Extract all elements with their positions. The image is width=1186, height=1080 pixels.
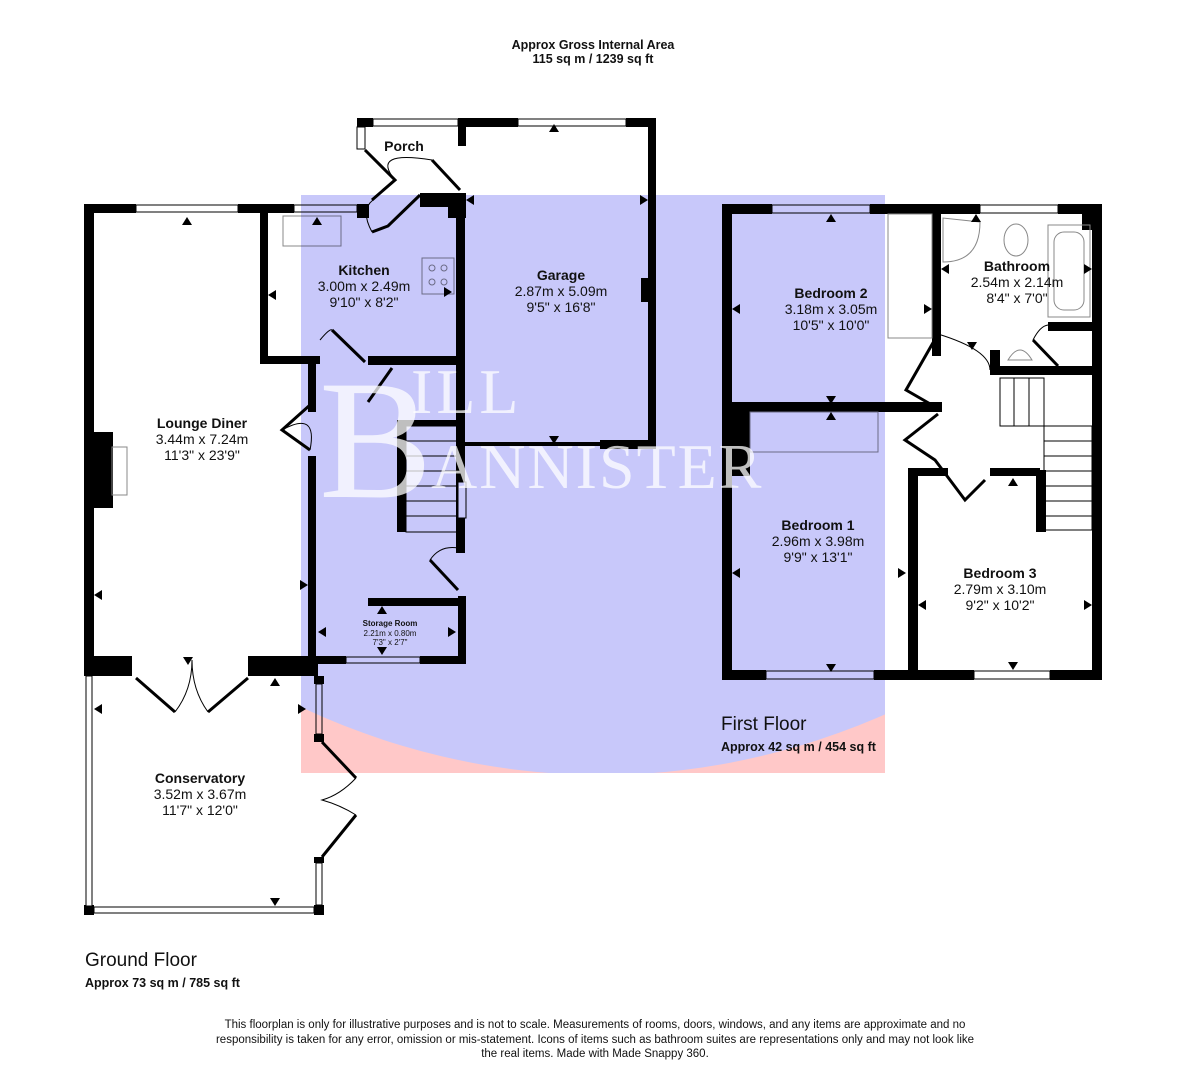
room-label-lounge-diner: Lounge Diner 3.44m x 7.24m 11'3" x 23'9" <box>155 415 249 463</box>
bath-icon <box>1047 224 1091 318</box>
window <box>771 204 871 214</box>
conservatory-glazing <box>315 862 323 906</box>
room-label-storage-room: Storage Room 2.21m x 0.80m 7'3" x 2'7" <box>362 619 418 647</box>
ground-stairs <box>405 425 459 533</box>
room-label-garage: Garage 2.87m x 5.09m 9'5" x 16'8" <box>514 267 608 315</box>
conservatory-glazing <box>85 675 93 907</box>
conservatory-glazing <box>315 683 323 735</box>
toilet-icon <box>1003 223 1029 257</box>
basin-icon <box>1007 349 1033 361</box>
window <box>293 204 358 213</box>
conservatory-side-doors <box>320 740 358 858</box>
window <box>517 118 627 127</box>
window <box>135 204 239 213</box>
gross-area-title: Approx Gross Internal Area <box>511 38 675 52</box>
gross-area-value: 115 sq m / 1239 sq ft <box>532 52 654 66</box>
first-floor-stairs <box>999 377 1093 531</box>
gross-area-header: Approx Gross Internal Area 115 sq m / 12… <box>0 38 1186 66</box>
lounge-west-wall <box>84 204 94 676</box>
porch-door <box>363 148 398 202</box>
room-label-kitchen: Kitchen 3.00m x 2.49m 9'10" x 8'2" <box>317 262 411 310</box>
room-label-bedroom-1: Bedroom 1 2.96m x 3.98m 9'9" x 13'1" <box>771 517 865 565</box>
wardrobe-icon <box>887 213 933 339</box>
window <box>345 656 421 664</box>
ground-floor-title: Ground Floor <box>85 950 197 971</box>
room-label-porch: Porch <box>384 138 424 154</box>
hob-icon <box>421 257 455 295</box>
room-label-bedroom-2: Bedroom 2 3.18m x 3.05m 10'5" x 10'0" <box>784 285 878 333</box>
room-label-conservatory: Conservatory 3.52m x 3.67m 11'7" x 12'0" <box>153 770 247 818</box>
window <box>372 118 459 127</box>
room-label-bathroom: Bathroom 2.54m x 2.14m 8'4" x 7'0" <box>970 258 1064 306</box>
window <box>457 481 467 519</box>
kitchen-door <box>371 193 422 234</box>
conservatory-french-doors <box>135 676 249 714</box>
window <box>765 670 875 680</box>
disclaimer-text: This floorplan is only for illustrative … <box>215 1019 975 1060</box>
conservatory-glazing <box>93 906 315 914</box>
window <box>356 126 366 150</box>
first-floor-title: First Floor <box>721 714 807 735</box>
wardrobe-icon <box>749 411 879 453</box>
ground-floor-area: Approx 73 sq m / 785 sq ft <box>85 976 240 990</box>
ground-floor-caption: Ground Floor Approx 73 sq m / 785 sq ft <box>85 950 240 990</box>
first-floor-caption: First Floor Approx 42 sq m / 454 sq ft <box>721 714 876 754</box>
sink-icon <box>282 215 342 247</box>
window <box>979 204 1059 214</box>
room-label-bedroom-3: Bedroom 3 2.79m x 3.10m 9'2" x 10'2" <box>953 565 1047 613</box>
garage-east-wall <box>648 118 656 448</box>
window <box>973 670 1051 680</box>
fireplace-icon <box>111 446 128 496</box>
first-floor-area: Approx 42 sq m / 454 sq ft <box>721 740 876 754</box>
shower-icon <box>942 217 981 263</box>
chimney-breast <box>93 432 113 508</box>
